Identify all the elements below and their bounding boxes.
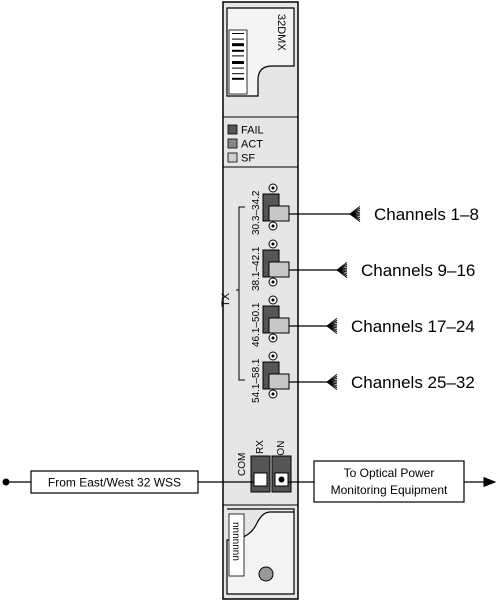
barcode	[228, 29, 248, 95]
port-group-4: 54.1–58.1 Channels 25–32	[251, 351, 475, 403]
mon-connector[interactable]	[271, 455, 292, 493]
led-fail-indicator	[227, 124, 238, 135]
card-model-label: 32DMX	[275, 14, 287, 51]
port-range-label: 38.1–42.1	[251, 246, 262, 291]
tx-plug[interactable]	[268, 261, 290, 278]
channel-group-label: Channels 17–24	[351, 317, 475, 336]
channel-group-label: Channels 25–32	[351, 373, 475, 392]
card-body	[222, 1, 299, 600]
led-sf-label: SF	[241, 153, 255, 165]
port-group-1: 30.3–34.2 Channels 1–8	[251, 183, 479, 235]
label-slot-text: nnnnnnn	[230, 522, 241, 561]
tx-plug[interactable]	[268, 373, 290, 390]
channel-group-label: Channels 1–8	[374, 205, 479, 224]
tx-label: TX	[220, 292, 232, 307]
mon-label: MON	[276, 441, 287, 464]
port-range-label: 54.1–58.1	[251, 358, 262, 403]
input-fiber-start-dot	[2, 478, 10, 486]
tx-plug[interactable]	[268, 317, 290, 334]
port-group-2: 38.1–42.1 Channels 9–16	[251, 239, 475, 291]
com-label: COM	[237, 453, 248, 476]
from-wss-label: From East/West 32 WSS	[48, 476, 181, 490]
captive-screw[interactable]	[258, 566, 274, 582]
rx-label: RX	[255, 440, 266, 454]
led-sf-indicator	[227, 152, 238, 163]
rx-connector[interactable]	[250, 455, 271, 493]
monitoring-box	[313, 460, 465, 503]
led-indicators: FAIL ACT SF	[227, 124, 264, 165]
port-range-label: 46.1–50.1	[251, 302, 262, 347]
label-slot	[228, 513, 245, 577]
tx-bracket	[238, 206, 245, 381]
led-act-indicator	[227, 138, 238, 149]
from-wss-box	[30, 470, 199, 494]
port-range-label: 30.3–34.2	[251, 190, 262, 235]
tx-plug[interactable]	[268, 205, 290, 222]
led-act-label: ACT	[241, 139, 263, 151]
monitoring-label-line1: To Optical Power	[344, 466, 435, 480]
monitoring-label-line2: Monitoring Equipment	[331, 483, 448, 497]
channel-group-label: Channels 9–16	[361, 261, 475, 280]
port-groups: 30.3–34.2 Channels 1–8 38.1–42.1 Channels 9…	[251, 183, 479, 403]
port-group-3: 46.1–50.1 Channels 17–24	[251, 295, 475, 347]
led-fail-label: FAIL	[241, 125, 264, 137]
